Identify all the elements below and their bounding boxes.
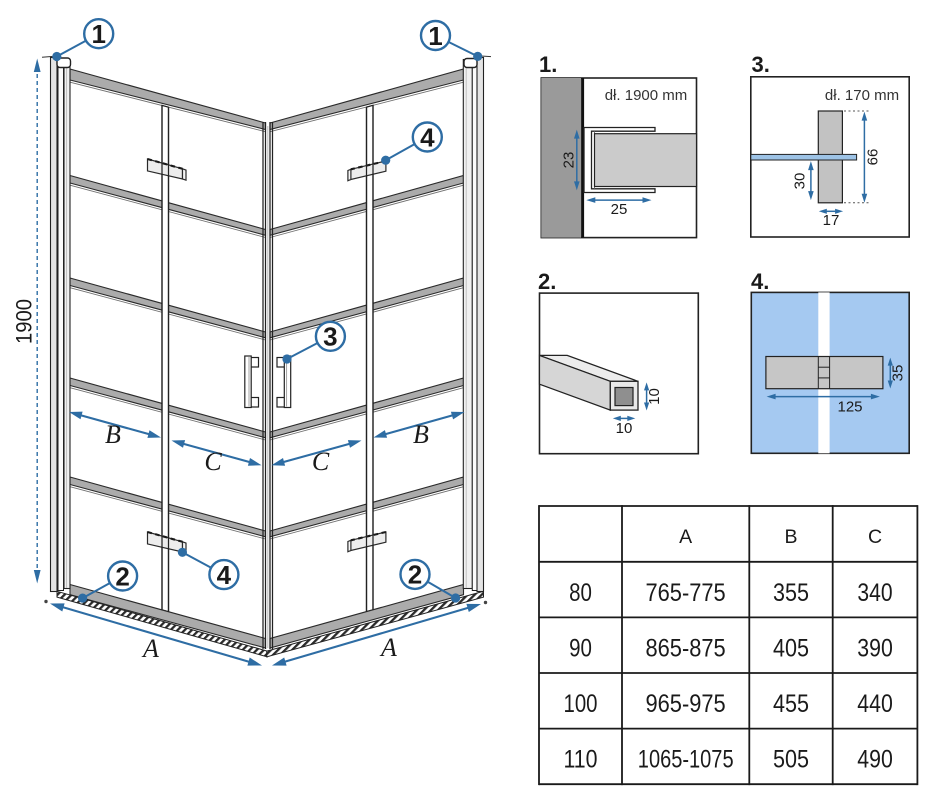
svg-text:1.: 1. <box>539 52 557 77</box>
svg-text:dł. 1900 mm: dł. 1900 mm <box>605 87 688 104</box>
svg-text:4: 4 <box>420 122 435 152</box>
svg-text:10: 10 <box>646 388 663 405</box>
svg-text:110: 110 <box>564 746 598 774</box>
svg-text:125: 125 <box>837 399 862 416</box>
svg-text:340: 340 <box>857 579 892 607</box>
svg-text:B: B <box>413 420 429 449</box>
svg-text:440: 440 <box>857 690 893 718</box>
svg-text:965-975: 965-975 <box>646 690 726 718</box>
svg-text:405: 405 <box>773 634 809 662</box>
svg-text:3.: 3. <box>752 52 770 77</box>
svg-text:A: A <box>141 634 159 663</box>
svg-text:30: 30 <box>792 173 809 190</box>
svg-text:dł. 170 mm: dł. 170 mm <box>825 87 899 104</box>
svg-text:1: 1 <box>428 21 442 51</box>
svg-text:2.: 2. <box>538 269 556 294</box>
svg-text:A: A <box>379 633 397 662</box>
svg-text:490: 490 <box>857 746 893 774</box>
svg-text:2: 2 <box>408 560 422 590</box>
svg-text:C: C <box>868 526 882 548</box>
svg-text:505: 505 <box>773 746 809 774</box>
svg-text:C: C <box>204 447 222 476</box>
svg-text:4.: 4. <box>751 269 769 294</box>
svg-text:765-775: 765-775 <box>646 579 726 607</box>
svg-text:2: 2 <box>115 561 129 591</box>
svg-text:66: 66 <box>865 149 882 166</box>
svg-text:3: 3 <box>323 322 337 352</box>
svg-text:1900: 1900 <box>12 299 37 344</box>
svg-text:865-875: 865-875 <box>646 634 726 662</box>
svg-text:100: 100 <box>564 690 598 718</box>
svg-text:C: C <box>312 447 330 476</box>
svg-text:25: 25 <box>611 201 628 218</box>
svg-text:B: B <box>105 420 121 449</box>
svg-text:80: 80 <box>569 579 592 607</box>
svg-text:10: 10 <box>616 420 633 437</box>
svg-text:90: 90 <box>569 634 592 662</box>
svg-text:A: A <box>679 526 692 548</box>
svg-text:35: 35 <box>890 365 907 382</box>
svg-text:390: 390 <box>857 634 893 662</box>
svg-text:17: 17 <box>823 212 840 229</box>
svg-text:455: 455 <box>773 690 809 718</box>
svg-text:B: B <box>784 526 797 548</box>
svg-text:1: 1 <box>91 19 105 49</box>
svg-text:4: 4 <box>217 560 232 590</box>
svg-text:1065-1075: 1065-1075 <box>638 746 734 774</box>
svg-text:355: 355 <box>773 579 809 607</box>
svg-text:23: 23 <box>561 152 578 169</box>
